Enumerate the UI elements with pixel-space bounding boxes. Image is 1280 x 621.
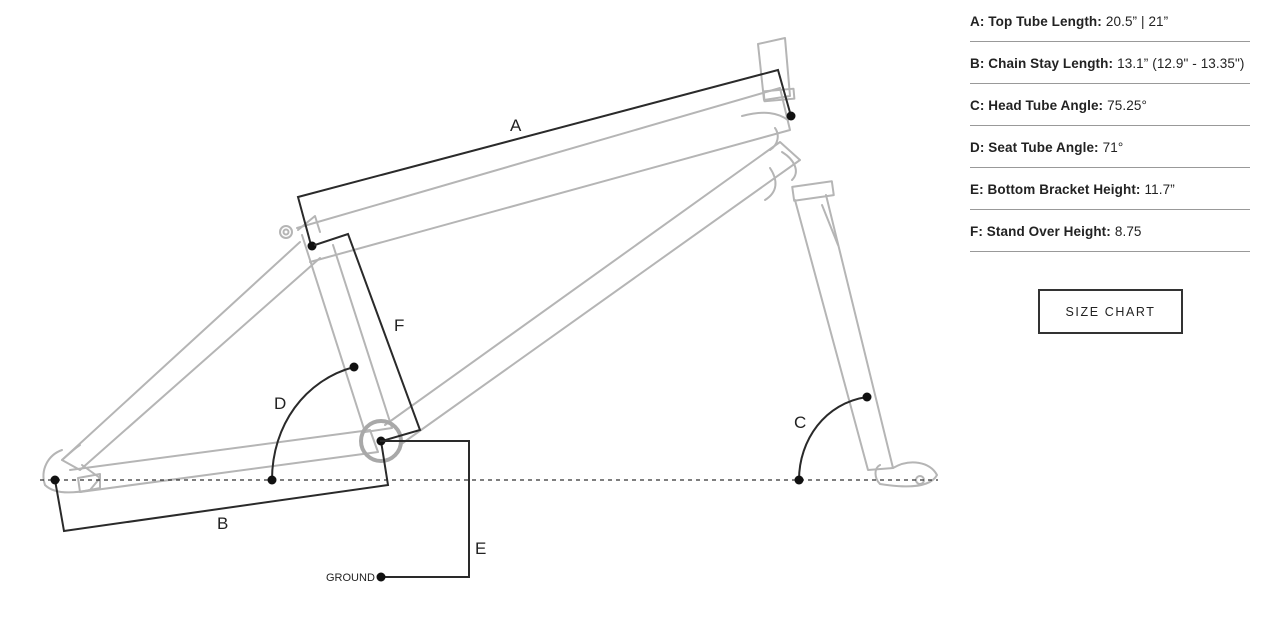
- label-d: D: [274, 394, 286, 413]
- spec-label: D: Seat Tube Angle:: [970, 140, 1099, 155]
- spec-row-seat-tube-angle: D: Seat Tube Angle: 71°: [970, 126, 1250, 168]
- spec-label: E: Bottom Bracket Height:: [970, 182, 1141, 197]
- label-f: F: [394, 316, 404, 335]
- dimension-e: E GROUND: [326, 440, 486, 584]
- dimension-f: F: [313, 232, 422, 443]
- size-chart-button[interactable]: SIZE CHART: [1038, 289, 1183, 334]
- geometry-spec-list: A: Top Tube Length: 20.5” | 21” B: Chain…: [970, 0, 1250, 252]
- label-e: E: [475, 539, 486, 558]
- label-c: C: [794, 413, 806, 432]
- spec-value: 8.75: [1114, 224, 1142, 239]
- bike-frame: [42, 37, 938, 494]
- spec-label: C: Head Tube Angle:: [970, 98, 1104, 113]
- dimension-c: C: [794, 392, 872, 485]
- spec-row-head-tube-angle: C: Head Tube Angle: 75.25°: [970, 84, 1250, 126]
- spec-value: 75.25°: [1107, 98, 1147, 113]
- spec-label: F: Stand Over Height:: [970, 224, 1111, 239]
- dimension-b: B: [50, 436, 390, 533]
- label-a: A: [510, 116, 522, 135]
- dimension-d: D: [267, 362, 359, 485]
- spec-label: B: Chain Stay Length:: [970, 56, 1114, 71]
- spec-row-bottom-bracket-height: E: Bottom Bracket Height: 11.7”: [970, 168, 1250, 210]
- spec-row-stand-over-height: F: Stand Over Height: 8.75: [970, 210, 1250, 252]
- label-b: B: [217, 514, 228, 533]
- spec-label: A: Top Tube Length:: [970, 14, 1102, 29]
- spec-row-top-tube: A: Top Tube Length: 20.5” | 21”: [970, 0, 1250, 42]
- spec-value: 11.7”: [1144, 182, 1175, 197]
- spec-value: 20.5” | 21”: [1105, 14, 1169, 29]
- spec-value: 71°: [1102, 140, 1124, 155]
- bike-geometry-diagram: A F D B E GROUND C: [40, 37, 938, 584]
- dimension-a: A: [296, 68, 796, 251]
- spec-row-chain-stay: B: Chain Stay Length: 13.1” (12.9" - 13.…: [970, 42, 1250, 84]
- spec-value: 13.1” (12.9" - 13.35"): [1117, 56, 1245, 71]
- ground-label: GROUND: [326, 572, 375, 584]
